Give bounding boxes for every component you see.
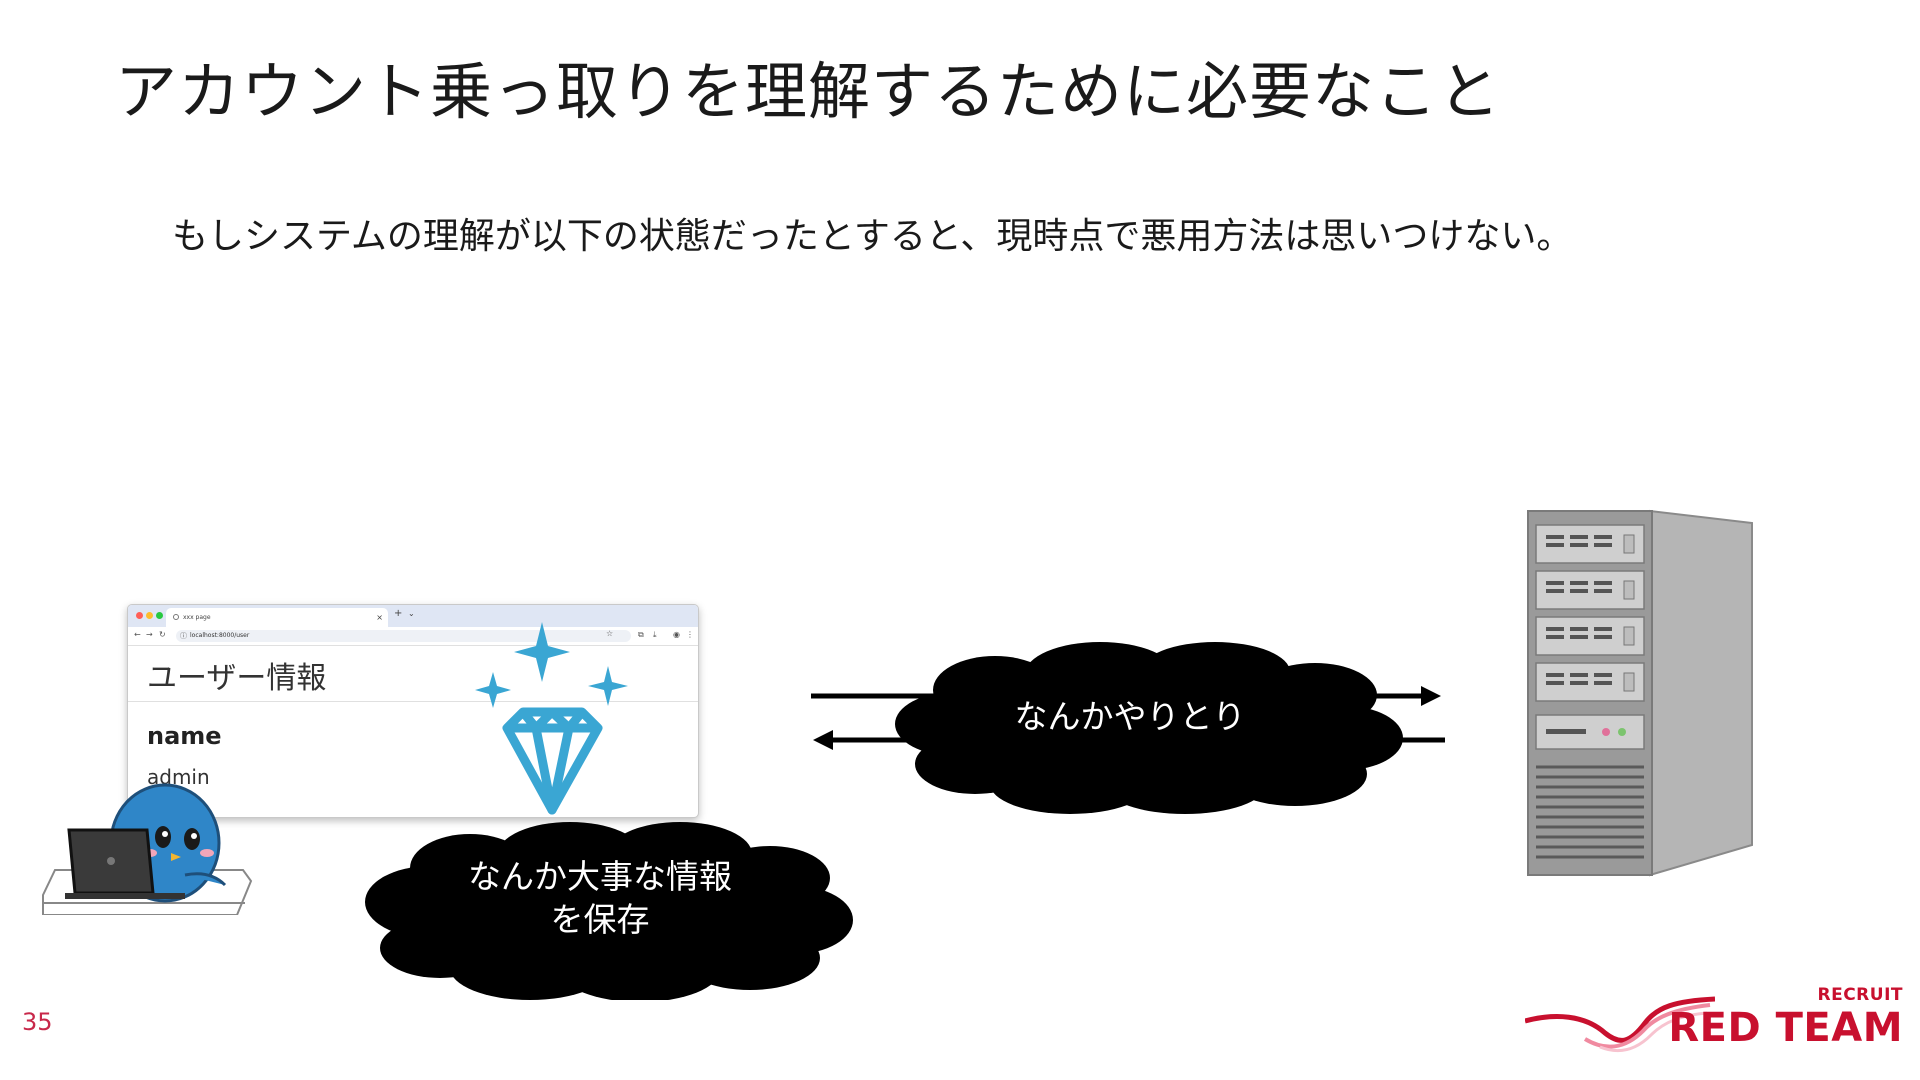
browser-tab[interactable]: xxx page × — [166, 608, 388, 627]
window-zoom-dot[interactable] — [156, 612, 163, 619]
server-tower-icon — [1520, 505, 1760, 880]
diamond-illustration — [470, 620, 650, 820]
diamond-icon — [507, 712, 598, 810]
reload-icon[interactable]: ↻ — [159, 630, 166, 639]
site-info-icon[interactable]: ⓘ — [180, 630, 187, 642]
slide-subtitle: もしシステムの理解が以下の状態だったとすると、現時点で悪用方法は思いつけない。 — [172, 214, 1572, 261]
close-tab-icon[interactable]: × — [376, 608, 383, 627]
cloud-text-exchange: なんかやりとり — [950, 696, 1310, 739]
globe-icon — [173, 614, 179, 620]
field-label: name — [147, 722, 222, 750]
status-led — [1602, 728, 1610, 736]
tab-title: xxx page — [183, 608, 211, 627]
new-tab-icon[interactable]: + — [394, 608, 402, 619]
profile-icon[interactable]: ◉ — [673, 630, 680, 639]
sparkle-icon — [475, 672, 511, 708]
cloud-text-client: なんか大事な情報 を保存 — [410, 856, 790, 942]
logo-red-team-text: RED TEAM — [1668, 1005, 1903, 1051]
url-text: localhost:8000/user — [190, 630, 249, 642]
page-heading: ユーザー情報 — [147, 653, 326, 697]
logo-recruit-text: RECRUIT — [1818, 985, 1904, 1005]
chevron-down-icon[interactable]: ⌄ — [408, 609, 415, 618]
window-minimize-dot[interactable] — [146, 612, 153, 619]
status-led — [1618, 728, 1626, 736]
forward-icon[interactable]: → — [146, 630, 153, 639]
sparkle-icon — [588, 666, 628, 706]
back-icon[interactable]: ← — [134, 630, 141, 639]
page-number: 35 — [22, 1008, 53, 1036]
slide-title: アカウント乗っ取りを理解するために必要なこと — [115, 55, 1501, 129]
recruit-red-team-logo: RECRUIT RED TEAM — [1525, 985, 1905, 1060]
menu-kebab-icon[interactable]: ⋮ — [686, 630, 694, 639]
sparkle-icon — [514, 622, 570, 682]
downloads-icon[interactable]: ⤓ — [653, 630, 657, 640]
window-close-dot[interactable] — [136, 612, 143, 619]
mascot-illustration — [35, 775, 255, 915]
